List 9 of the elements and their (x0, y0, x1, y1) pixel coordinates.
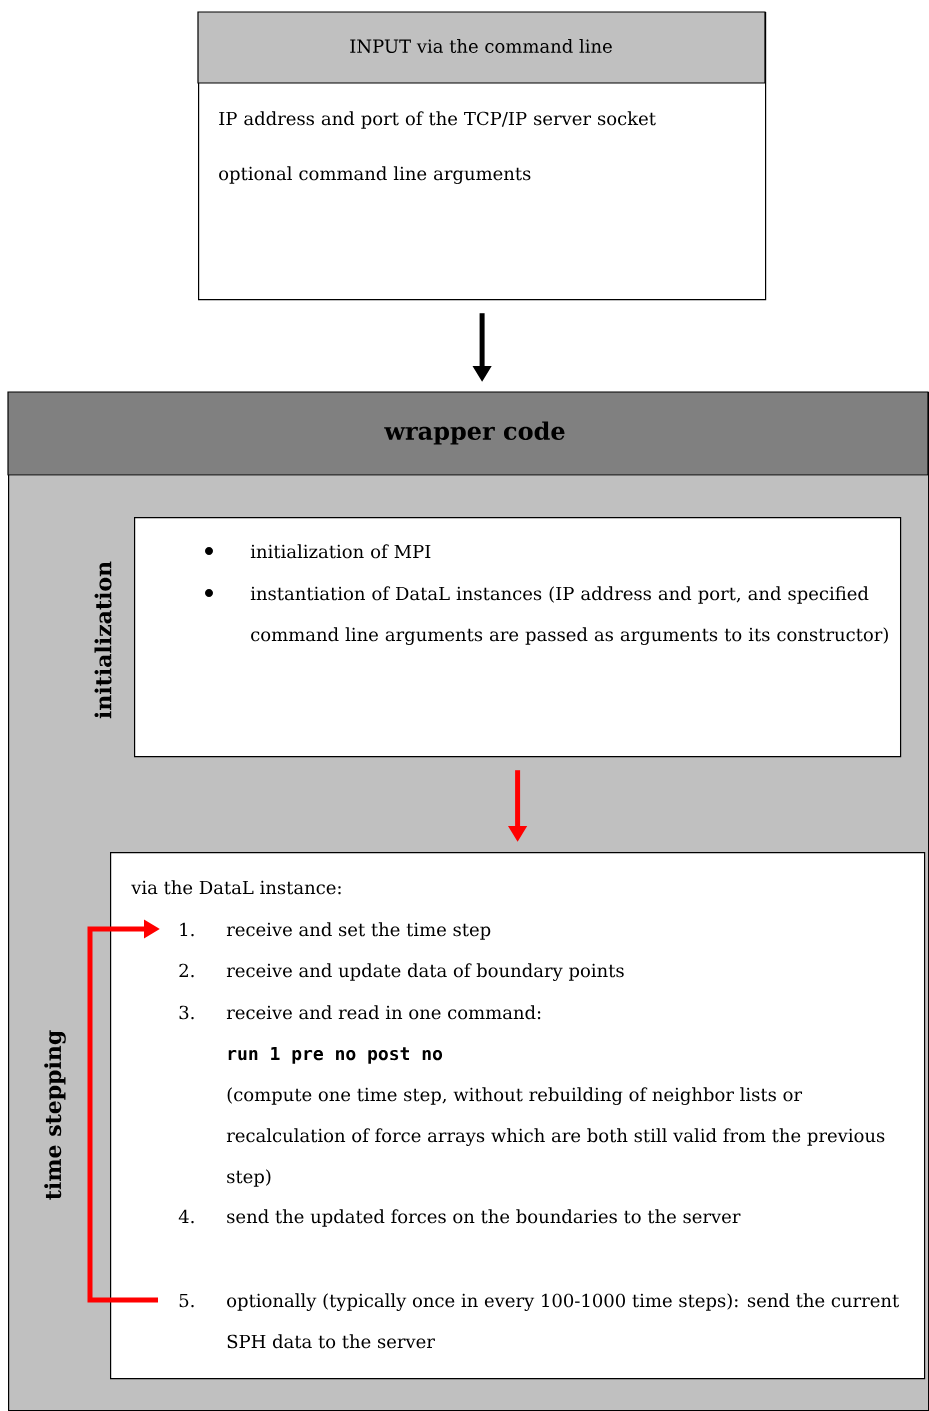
initialization-box: initialization initialization of MPI instantiation of DataL instances (IP address and port, and specified command line arguments are passed as arguments to its constructor) (94, 517, 902, 758)
list-item: 5. optionally (typically once in every 100-1000 time steps): send the current SPH data to the server (179, 1293, 900, 1349)
list-item: 3. receive and read in one command: run 1 pre no post no (compute one time step, without rebuilding of neighbor lists or recalculation of force arrays which are both still valid from the previous step) (179, 1005, 885, 1187)
list-item: 2. receive and update data of boundary points (179, 963, 624, 981)
node-label: time stepping (44, 1030, 66, 1200)
input-box: INPUT via the command line IP address and port of the TCP/IP server socket optional command line arguments (197, 11, 767, 301)
list-item: 4. send the updated forces on the boundaries to the server (178, 1209, 741, 1227)
list-item: 1. receive and set the time step (180, 922, 491, 940)
node-label: initialization (94, 561, 112, 719)
